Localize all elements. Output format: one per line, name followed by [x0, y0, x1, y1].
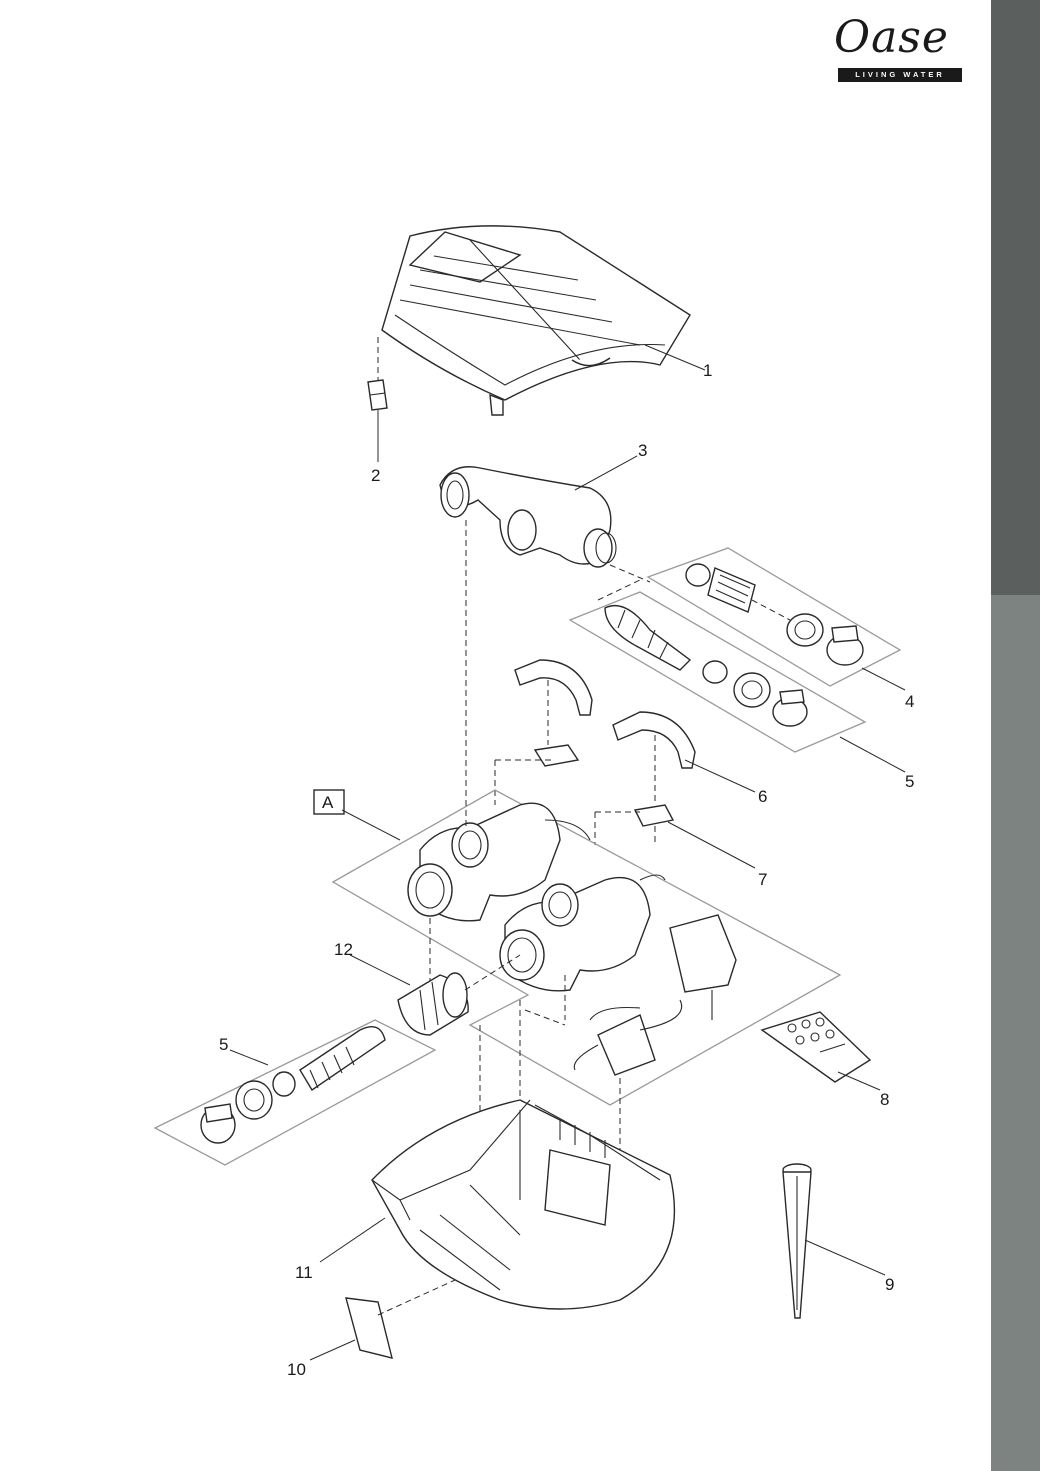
hose-set-part-5-left	[153, 1019, 437, 1166]
callout-4: 4	[905, 692, 914, 711]
hose-set-part-4	[646, 547, 902, 687]
leader-1	[644, 344, 706, 371]
guide-line-5-right	[597, 579, 641, 601]
guide-line-10	[377, 1279, 456, 1316]
leader-5-right	[839, 736, 906, 773]
leader-9	[804, 1239, 886, 1276]
callout-5-right: 5	[905, 772, 914, 791]
cover-part-1	[381, 225, 691, 416]
remote-part-8	[760, 1011, 872, 1083]
leader-7	[667, 821, 756, 869]
leader-4	[861, 667, 906, 691]
clip-part-2	[367, 379, 388, 411]
callout-1: 1	[703, 361, 712, 380]
pad-part-7	[633, 804, 675, 827]
callout-12: 12	[334, 940, 353, 959]
guide-line-4	[609, 564, 791, 621]
leader-5-left	[229, 1049, 269, 1066]
callout-3: 3	[638, 441, 647, 460]
leader-3	[574, 455, 638, 491]
leader-12	[349, 954, 411, 986]
callout-a: A	[322, 793, 334, 812]
flap-part-10	[345, 1297, 393, 1359]
callout-9: 9	[885, 1275, 894, 1294]
guide-line-6	[494, 680, 656, 805]
leader-6	[684, 759, 756, 793]
callout-6: 6	[758, 787, 767, 806]
housing-part-11	[371, 1099, 676, 1310]
guide-line-7	[594, 811, 656, 845]
side-tab-dark	[991, 0, 1040, 595]
spike-part-9	[782, 1163, 812, 1319]
callout-5-left: 5	[219, 1035, 228, 1054]
side-tab-light	[991, 595, 1040, 1471]
pump-assembly-a	[331, 789, 842, 1106]
brand-tagline: LIVING WATER	[838, 68, 962, 82]
brand-name: Oase	[834, 12, 949, 63]
distributor-part-3	[439, 466, 617, 568]
bracket-part-6	[514, 659, 696, 769]
leader-11	[319, 1217, 386, 1263]
leader-10	[309, 1339, 356, 1361]
callout-10: 10	[287, 1360, 306, 1379]
assembly-a-box	[313, 789, 345, 815]
callout-8: 8	[880, 1090, 889, 1109]
callout-11: 11	[295, 1263, 313, 1282]
leader-8	[837, 1071, 881, 1091]
connector-part-12	[397, 972, 469, 1036]
callout-7: 7	[758, 870, 767, 889]
hose-set-part-5-right	[568, 591, 867, 753]
callout-2: 2	[371, 466, 380, 485]
leader-a	[341, 809, 401, 841]
guide-line-12	[464, 954, 521, 991]
brand-logo: Oase LIVING WATER	[830, 12, 965, 84]
